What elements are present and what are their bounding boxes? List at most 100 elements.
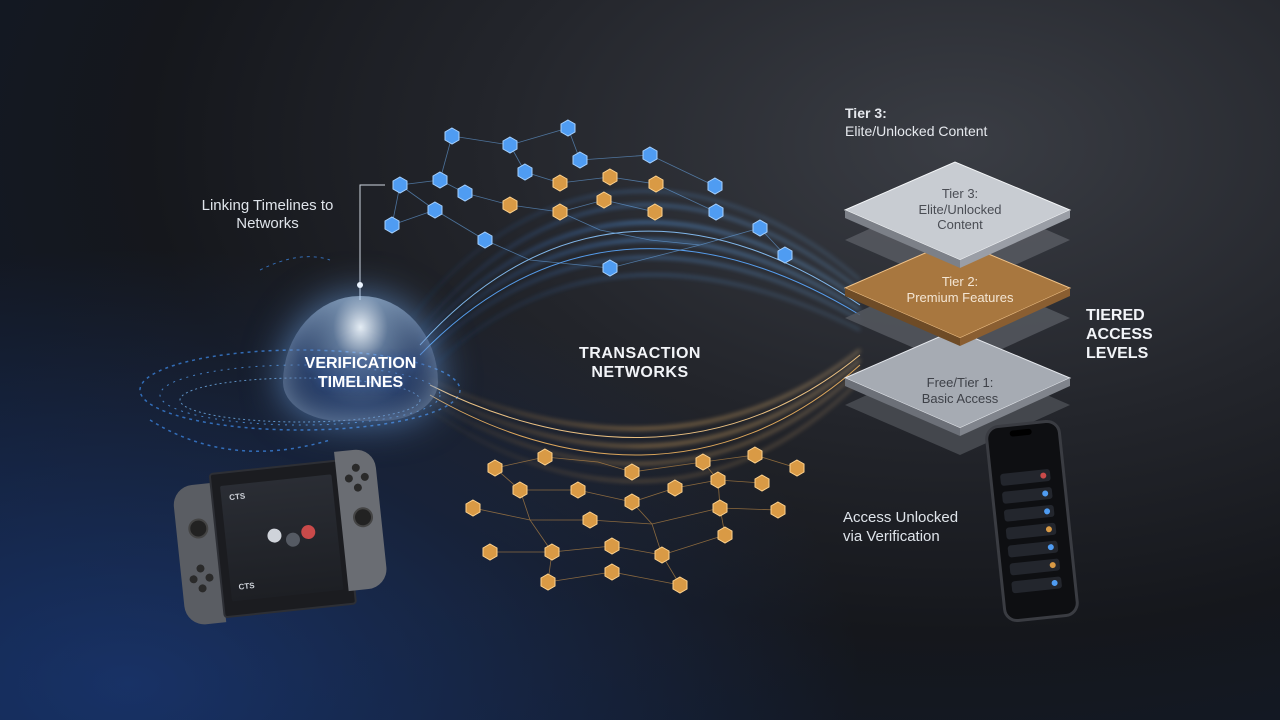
tier-1-text: Free/Tier 1: Basic Access	[845, 375, 1075, 406]
tier-2-line-2: Premium Features	[906, 289, 1014, 305]
network-node	[457, 184, 473, 202]
network-node	[747, 446, 763, 464]
network-node	[427, 201, 443, 219]
access-line-1: Access Unlocked	[843, 509, 959, 526]
network-node	[582, 511, 598, 529]
phone-notch	[1009, 428, 1032, 437]
network-node	[604, 563, 620, 581]
tier3-heading: Tier 3: Elite/Unlocked Content	[845, 104, 987, 140]
network-node	[572, 151, 588, 169]
tier-1-line-2: Basic Access	[921, 390, 999, 406]
transaction-networks-label: TRANSACTION NETWORKS	[579, 345, 701, 382]
network-node	[642, 146, 658, 164]
network-node	[695, 453, 711, 471]
network-node	[477, 231, 493, 249]
network-node	[708, 203, 724, 221]
screen-icon	[300, 524, 316, 540]
tier-3-line-2: Elite/Unlocked	[918, 201, 1002, 217]
tier3-heading-sub: Elite/Unlocked Content	[845, 123, 988, 140]
dpad-down	[198, 584, 207, 593]
network-node	[444, 127, 460, 145]
network-node	[710, 471, 726, 489]
top-network-nodes-gold	[502, 168, 664, 221]
network-node	[560, 119, 576, 137]
network-node	[487, 459, 503, 477]
network-node	[537, 448, 553, 466]
network-node	[384, 216, 400, 234]
network-node	[544, 543, 560, 561]
network-node	[647, 203, 663, 221]
screen-text-bottom: CTS	[238, 580, 256, 592]
verification-timelines-label: VERIFICATION TIMELINES	[304, 355, 417, 392]
network-node	[624, 463, 640, 481]
network-node	[654, 546, 670, 564]
tier-2-line-1: Tier 2:	[941, 274, 979, 289]
network-node	[392, 176, 408, 194]
phone-list-item	[1009, 558, 1061, 576]
phone-list-item	[1001, 486, 1053, 504]
tiered-access-label: TIERED ACCESS LEVELS	[1086, 307, 1153, 363]
network-node	[552, 174, 568, 192]
linking-timelines-label: Linking Timelines to Networks	[201, 197, 334, 232]
network-node	[712, 499, 728, 517]
network-node	[777, 246, 793, 264]
network-node	[754, 474, 770, 492]
network-node	[570, 481, 586, 499]
network-node	[752, 219, 768, 237]
button-y	[344, 474, 354, 483]
network-node	[789, 459, 805, 477]
network-node	[552, 203, 568, 221]
gold-streams-sharp	[429, 354, 861, 456]
tier-3-line-3: Content	[937, 217, 983, 233]
network-node	[667, 479, 683, 497]
button-a	[360, 472, 370, 482]
network-node	[596, 191, 612, 209]
phone-list-item	[1003, 504, 1055, 522]
console-screen: CTS CTS	[219, 474, 344, 602]
tier-1-line-1: Free/Tier 1:	[926, 375, 994, 390]
button-x	[351, 463, 361, 473]
network-node	[717, 526, 733, 544]
dpad-right	[205, 573, 214, 583]
left-stick	[187, 517, 210, 540]
access-line-2: via Verification	[843, 527, 940, 545]
phone-list-item	[1007, 540, 1059, 558]
network-node	[502, 136, 518, 154]
button-b	[353, 483, 363, 493]
dpad-left	[189, 574, 198, 584]
tier-2-text: Tier 2: Premium Features	[845, 274, 1075, 305]
network-node	[465, 499, 481, 517]
network-node	[602, 168, 618, 186]
network-node	[707, 177, 723, 195]
handheld-console: CTS CTS	[170, 447, 391, 634]
tier-3-text: Tier 3: Elite/Unlocked Content	[845, 186, 1075, 233]
network-node	[624, 493, 640, 511]
right-stick	[352, 506, 375, 529]
screen-text-top: CTS	[228, 491, 246, 503]
network-node	[517, 163, 533, 181]
access-unlocked-label: Access Unlocked via Verification	[843, 509, 958, 547]
network-node	[482, 543, 498, 561]
tier-3-line-1: Tier 3:	[941, 186, 979, 201]
gold-streams	[429, 349, 861, 482]
callout-dot	[357, 282, 363, 288]
tier3-heading-title: Tier 3:	[845, 105, 887, 121]
dpad-up	[196, 564, 205, 573]
blue-streams-sharp	[419, 230, 861, 356]
network-node	[648, 175, 664, 193]
network-node	[770, 501, 786, 519]
console-body: CTS CTS	[208, 459, 358, 619]
phone-list-item	[1005, 522, 1057, 540]
network-node	[512, 481, 528, 499]
callout-line	[359, 184, 385, 300]
phone-list-item	[1011, 576, 1063, 594]
screen-icon	[266, 527, 283, 544]
network-node	[432, 171, 448, 189]
network-node	[540, 573, 556, 591]
network-node	[672, 576, 688, 594]
phone-list-item	[999, 468, 1051, 487]
network-node	[604, 537, 620, 555]
bottom-network-nodes	[465, 446, 805, 594]
network-node	[502, 196, 518, 214]
screen-icon	[285, 531, 301, 548]
